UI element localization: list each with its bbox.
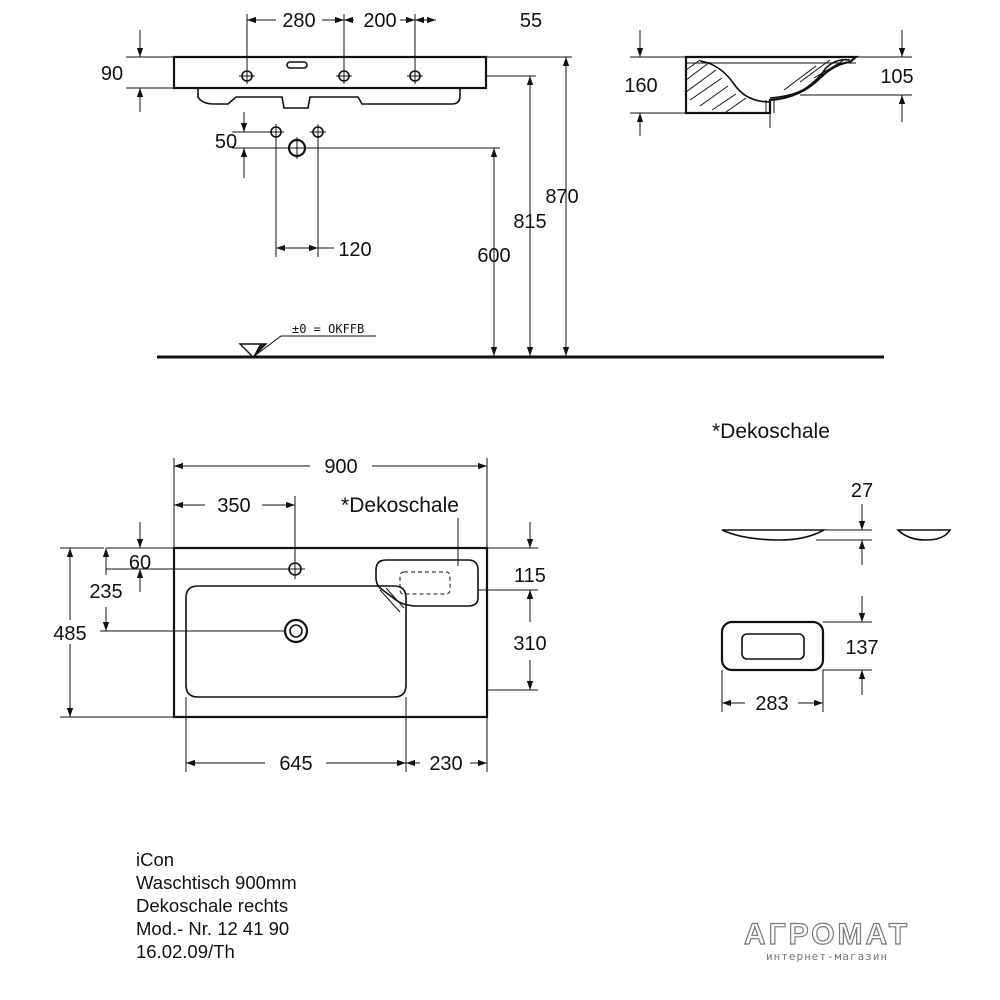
- dim-120: 120: [338, 239, 371, 261]
- tray-label: *Dekoschale: [341, 494, 459, 517]
- dim-115: 115: [514, 565, 546, 587]
- front-tap-holes: [239, 61, 423, 84]
- top-view: 900 350 *Dekoschale 60 235 485 115: [53, 456, 546, 775]
- floor-level-label: ±0 = OKFFB: [292, 322, 364, 336]
- dim-900: 900: [324, 456, 357, 478]
- dekoschale-title: *Dekoschale: [712, 420, 830, 443]
- front-basin-rim: [172, 55, 488, 90]
- dim-105: 105: [880, 66, 913, 88]
- dim-485: 485: [53, 623, 86, 645]
- info-line-product: iCon: [136, 849, 175, 870]
- info-line-model-number: Mod.- Nr. 12 41 90: [136, 918, 290, 939]
- dim-27: 27: [851, 480, 873, 502]
- dim-200: 200: [363, 10, 396, 32]
- dim-283: 283: [755, 693, 788, 715]
- dekoschale-detail: *Dekoschale 27 137 283: [712, 420, 952, 715]
- tray-profile-left: [721, 529, 828, 541]
- dim-815: 815: [513, 211, 546, 233]
- tray-profile-right: [896, 529, 952, 541]
- dim-280: 280: [282, 10, 315, 32]
- dim-870: 870: [545, 186, 578, 208]
- side-view: 160 105: [624, 30, 914, 136]
- dim-600: 600: [477, 245, 510, 267]
- watermark-logo: АГРОМАТ интернет-магазин: [736, 918, 918, 963]
- front-basin-underside: [197, 88, 461, 109]
- dim-235: 235: [89, 581, 122, 603]
- top-tray: [375, 559, 479, 607]
- top-bowl: [185, 585, 407, 698]
- watermark-main: АГРОМАТ: [743, 918, 911, 951]
- dim-50: 50: [215, 131, 237, 153]
- top-basin-outline: [172, 546, 489, 719]
- dim-230: 230: [429, 753, 462, 775]
- dim-60: 60: [129, 552, 151, 574]
- tray-top-inner: [741, 633, 805, 660]
- dim-55: 55: [520, 10, 542, 32]
- dim-350: 350: [217, 495, 250, 517]
- dim-160: 160: [624, 75, 657, 97]
- watermark-sub: интернет-магазин: [766, 950, 888, 963]
- dim-310: 310: [513, 633, 546, 655]
- front-view: 280 200 55 90 50 120: [101, 10, 884, 359]
- side-wall-hatch: [685, 59, 845, 113]
- tray-top-outer: [720, 620, 825, 672]
- info-block: iCon Waschtisch 900mm Dekoschale rechts …: [136, 848, 297, 963]
- dim-137: 137: [845, 637, 878, 659]
- front-connection-points: [268, 124, 326, 159]
- info-line-date: 16.02.09/Th: [136, 941, 235, 962]
- info-line-description: Waschtisch 900mm: [136, 872, 297, 893]
- dim-90: 90: [101, 63, 123, 85]
- info-line-variant: Dekoschale rechts: [136, 895, 289, 916]
- dim-645: 645: [279, 753, 312, 775]
